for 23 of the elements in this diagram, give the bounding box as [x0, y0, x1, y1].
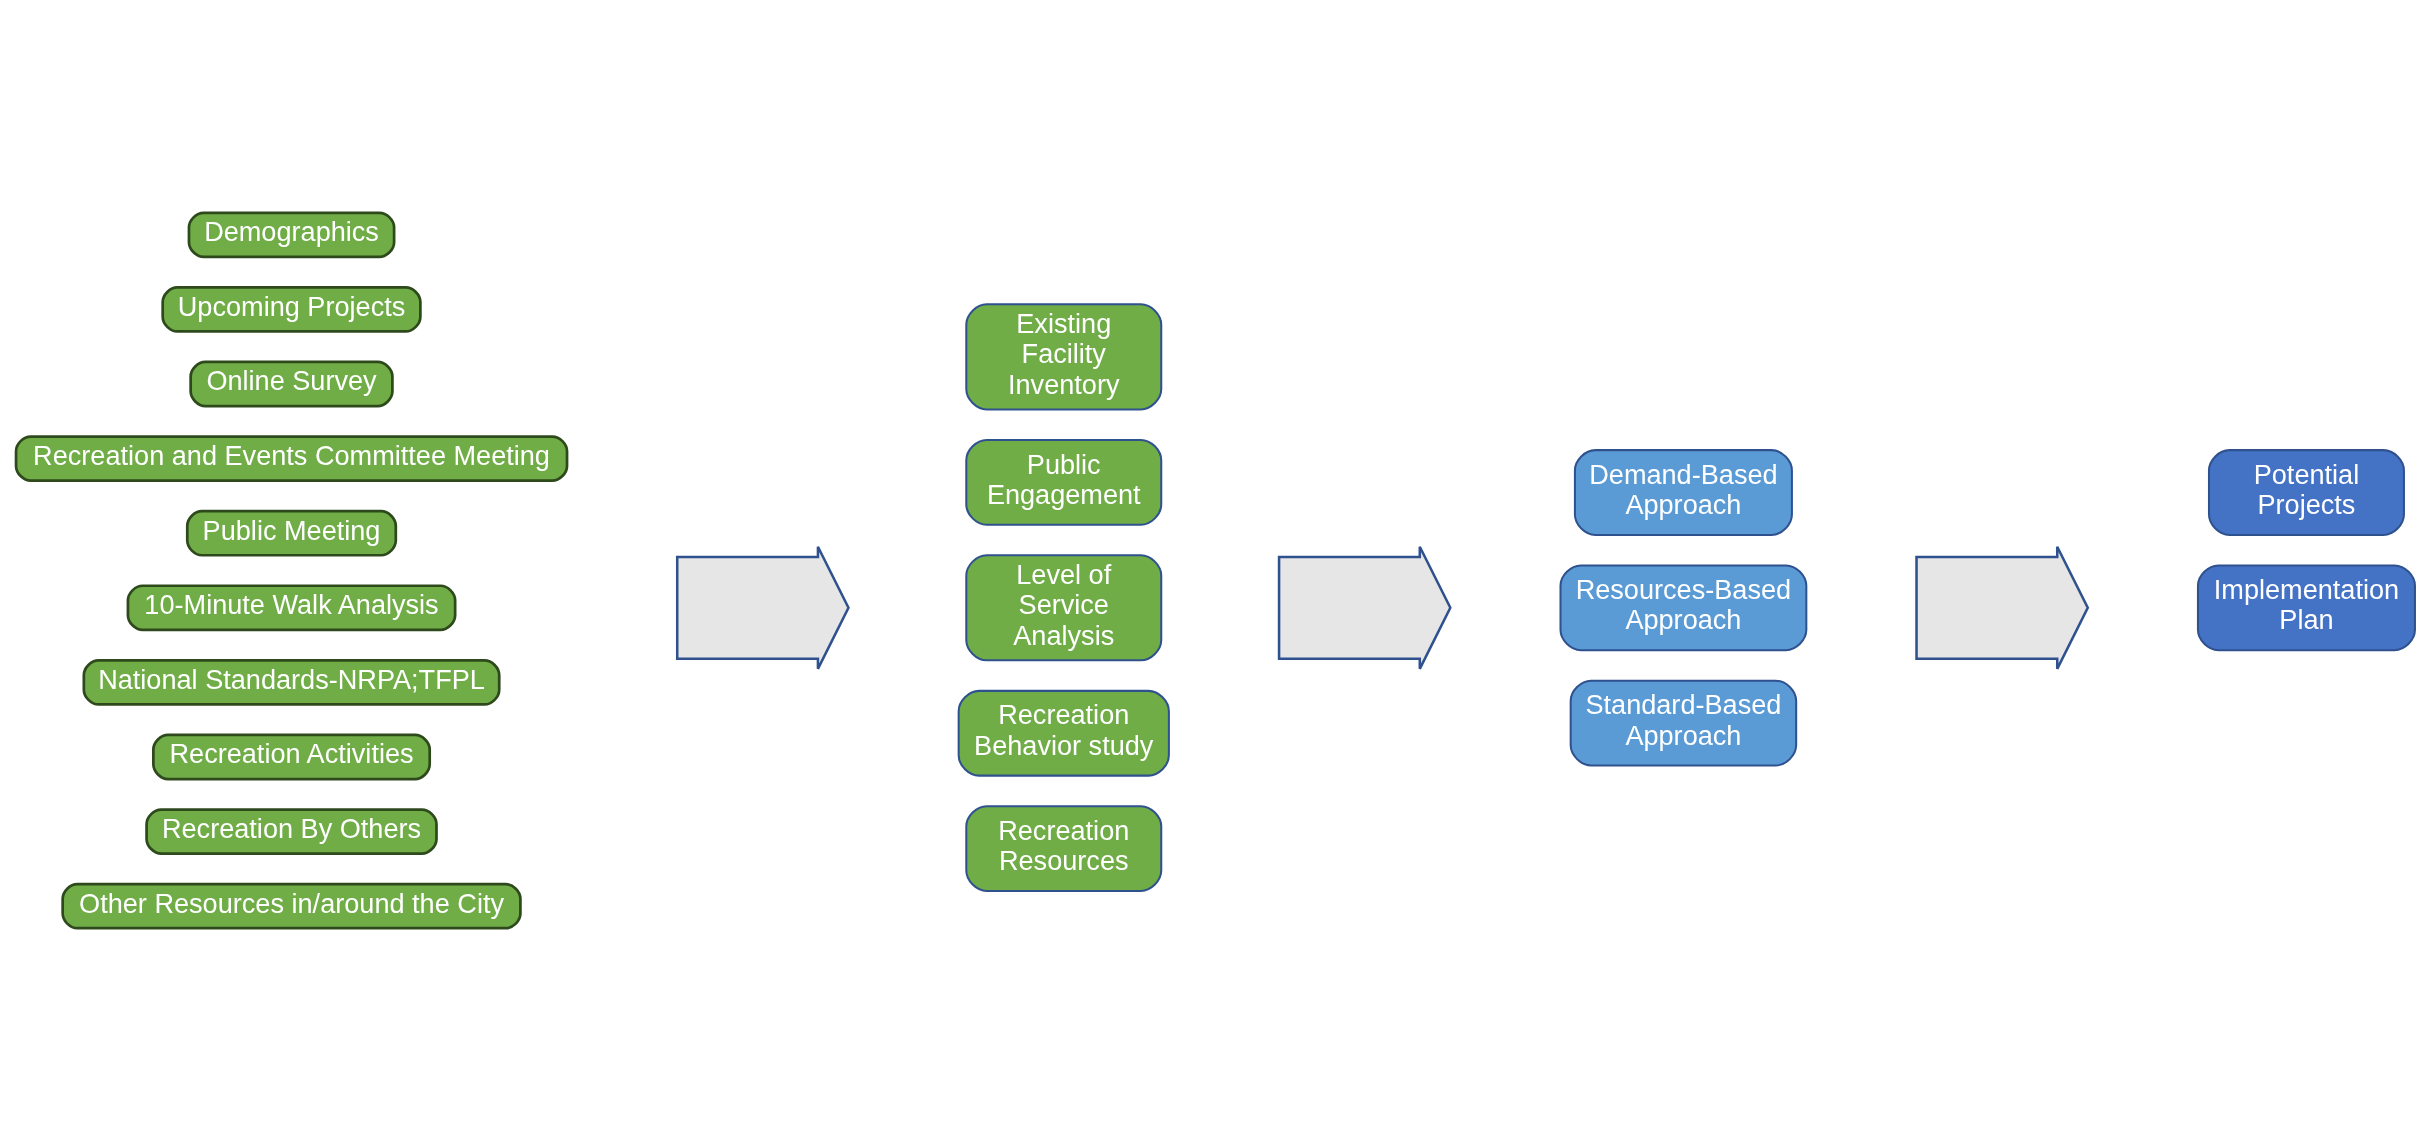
node-box: Standard-Based Approach: [1569, 679, 1798, 766]
node-box: Upcoming Projects: [161, 285, 422, 333]
node-box: Level of Service Analysis: [965, 553, 1163, 661]
node-box: Public Meeting: [185, 509, 398, 557]
node-arrow: [675, 545, 850, 670]
node-box: Demand-Based Approach: [1573, 448, 1793, 536]
node-box: Recreation By Others: [145, 807, 438, 855]
node-arrow: [1915, 545, 2090, 670]
node-box: Recreation Activities: [152, 733, 432, 780]
node-box: Public Engagement: [965, 438, 1163, 526]
node-arrow: [1277, 545, 1452, 670]
node-box: Online Survey: [189, 360, 394, 407]
node-box: Other Resources in/around the City: [61, 882, 522, 930]
node-box: Recreation and Events Committee Meeting: [14, 434, 569, 482]
node-box: Demographics: [187, 210, 396, 258]
node-box: Recreation Resources: [965, 804, 1163, 892]
node-box: 10-Minute Walk Analysis: [126, 583, 457, 631]
node-box: National Standards-NRPA;TFPL: [82, 658, 501, 706]
node-box: Implementation Plan: [2196, 563, 2416, 651]
node-box: Resources-Based Approach: [1559, 563, 1808, 651]
node-box: Recreation Behavior study: [957, 689, 1170, 777]
node-box: Existing Facility Inventory: [965, 302, 1163, 410]
node-box: Potential Projects: [2207, 448, 2405, 536]
